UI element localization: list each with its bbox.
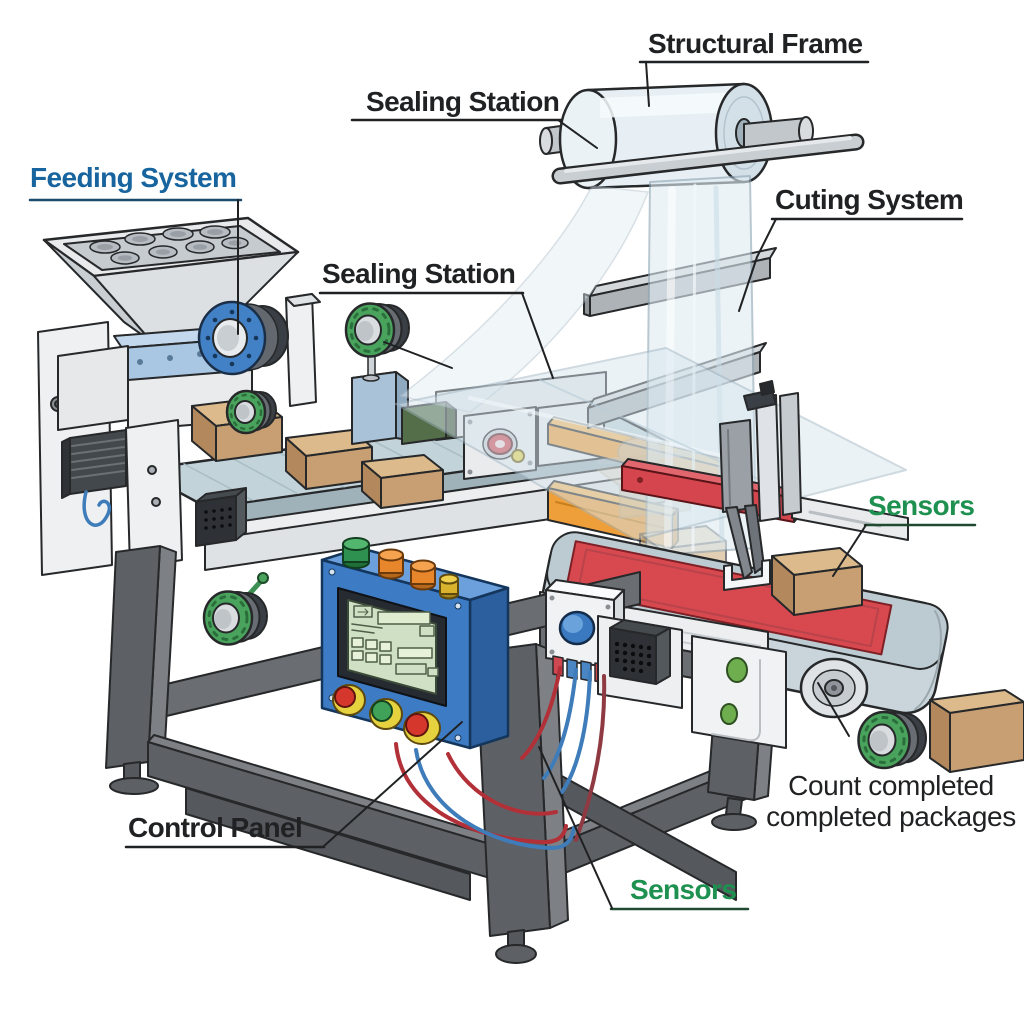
- button-green: [342, 537, 370, 569]
- buzzer-speaker: [597, 615, 683, 709]
- leader-sealing-station-top: [557, 119, 598, 149]
- sensor-ring-on-box: [225, 389, 277, 435]
- seal-bracket: [723, 559, 771, 591]
- button-yellow: [439, 573, 459, 600]
- support-frame: [105, 545, 777, 964]
- gear-bearing-blue: [197, 300, 289, 376]
- label-sensors-right: Sensors: [868, 490, 975, 521]
- cutting-system: [621, 380, 909, 591]
- green-knob: [726, 657, 748, 683]
- rear-post: [285, 293, 321, 407]
- motor-bracket: [125, 419, 183, 569]
- stack-light-buttons: [342, 537, 459, 600]
- callout-lines: [28, 60, 977, 911]
- label-cutting-system: Cuting System: [775, 184, 964, 215]
- emergency-stop-button: [403, 711, 441, 745]
- screen-widgets: [351, 605, 439, 677]
- red-mat: [564, 540, 893, 656]
- drive-motor: [61, 429, 127, 527]
- frame-beam: [185, 787, 471, 901]
- proximity-sensor: [202, 572, 269, 646]
- counting-sensor: [857, 710, 927, 770]
- frame-leg: [105, 545, 177, 795]
- green-knob: [720, 703, 738, 725]
- label-structural-frame: Structural Frame: [648, 28, 863, 59]
- outfeed-side-panel: [691, 635, 787, 749]
- motor-wire: [82, 490, 112, 527]
- label-sensors-bottom: Sensors: [630, 874, 737, 905]
- leader-count-sensor: [817, 682, 850, 737]
- leader-structural-frame: [645, 61, 650, 107]
- leader-control-panel: [323, 721, 463, 847]
- label-count-line1: Count completed: [788, 770, 994, 801]
- control-panel: [320, 537, 510, 750]
- package-box: [361, 454, 444, 509]
- leader-cutting-system: [738, 218, 777, 312]
- leader-sealing-station-mid: [521, 292, 554, 379]
- emergency-stop-button: [332, 684, 366, 716]
- leader-sensor-link: [383, 341, 453, 369]
- leader-sensors-bottom: [538, 746, 613, 909]
- end-roller: [799, 657, 869, 719]
- blade-carriage: [719, 380, 802, 522]
- label-sealing-station-mid: Sealing Station: [322, 258, 516, 289]
- buzzer-speaker-small: [195, 487, 247, 547]
- button-orange: [410, 559, 436, 591]
- label-feeding-system: Feeding System: [30, 162, 237, 193]
- start-button: [369, 698, 403, 730]
- label-count-line2: completed packages: [766, 801, 1016, 833]
- button-orange: [378, 548, 404, 580]
- sensor-mount-box: [351, 351, 409, 445]
- label-control-panel: Control Panel: [128, 812, 303, 843]
- sensor-ring-sealing: [344, 302, 410, 358]
- package-box: [929, 689, 1024, 773]
- cable-harness: [394, 666, 607, 850]
- front-buttons: [332, 684, 441, 745]
- leader-sensors-right: [832, 524, 867, 577]
- package-box: [771, 547, 863, 616]
- label-sealing-station-top: Sealing Station: [366, 86, 560, 117]
- label-count-completed: Count completed completed packages: [762, 770, 1020, 833]
- film-roll: [539, 82, 865, 190]
